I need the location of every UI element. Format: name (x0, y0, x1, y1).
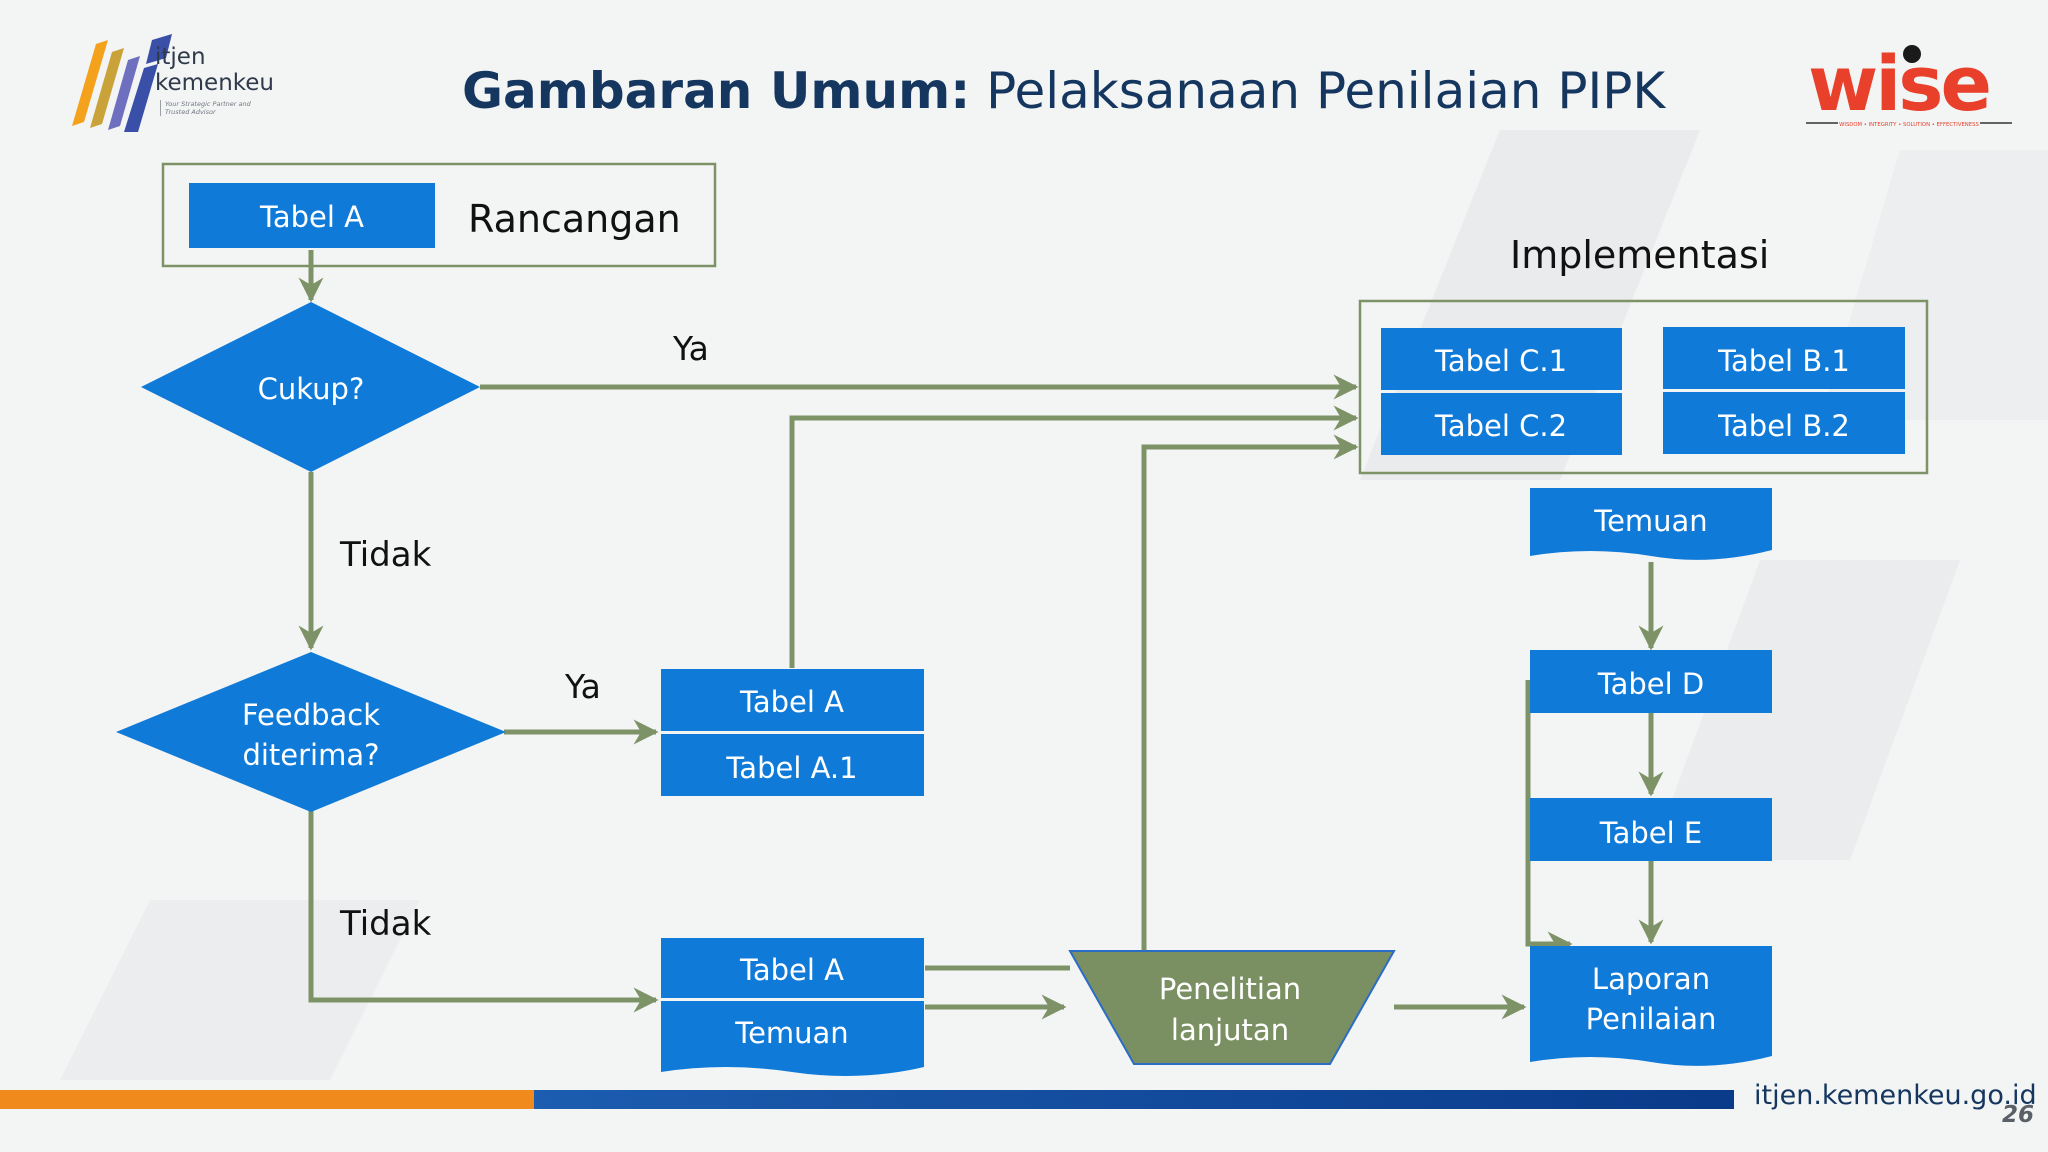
penelitian-label-line1: Penelitian (1159, 972, 1301, 1006)
implementasi-caption: Implementasi (1510, 233, 1769, 277)
logo-text-kemenkeu: kemenkeu (155, 70, 275, 96)
tabel-d-box (1530, 650, 1772, 713)
footer-bar-orange (0, 1090, 534, 1109)
arrow-tabel-a1-to-implementasi (789, 405, 1359, 668)
page-number: 26 (2002, 1102, 2035, 1128)
logo-tagline: Your Strategic Partner and Trusted Advis… (160, 100, 275, 116)
wise-logo-word: wise (1808, 40, 1989, 128)
laporan-penilaian-document (1530, 946, 1772, 1066)
rancangan-tabel-a-box (189, 183, 435, 248)
implementasi-group-frame (1358, 299, 1929, 475)
decision-feedback (116, 652, 506, 812)
wise-logo-icon: wise WISDOM • INTEGRITY • SOLUTION • EFF… (1806, 40, 2012, 128)
tabel-a-label: Tabel A (739, 685, 844, 719)
page-title: Gambaran Umum: Pelaksanaan Penilaian PIP… (462, 62, 1665, 120)
temuan-label: Temuan (1593, 504, 1707, 538)
footer-website: itjen.kemenkeu.go.id (1754, 1080, 2037, 1111)
tabel-c1-label: Tabel C.1 (1434, 344, 1567, 378)
flow-connectors (298, 250, 1664, 1020)
tabel-d-label: Tabel D (1597, 667, 1705, 701)
laporan-label-line1: Laporan (1592, 962, 1710, 996)
wise-logo-tagline: WISDOM • INTEGRITY • SOLUTION • EFFECTIV… (1839, 122, 1979, 128)
itjen-logo-icon (72, 34, 172, 132)
logo-text-itjen: itjen (155, 44, 206, 70)
logo-tagline-line2: Trusted Advisor (165, 108, 216, 116)
bottom-tabel-a-label: Tabel A (739, 953, 844, 987)
tabel-b2-label: Tabel B.2 (1717, 409, 1850, 443)
tabel-a-box (661, 669, 924, 731)
bottom-temuan-box (661, 1001, 924, 1076)
tabel-b1-label: Tabel B.1 (1717, 344, 1850, 378)
decision-cukup (141, 302, 480, 472)
decision-feedback-label-line2: diterima? (242, 738, 379, 772)
rancangan-group-frame (161, 162, 717, 268)
logo-tagline-line1: Your Strategic Partner and (165, 100, 251, 108)
tabel-c1-box (1381, 328, 1622, 390)
label-ya-feedback: Ya (564, 667, 601, 706)
itjen-logo-wordmark: itjen kemenkeu (155, 44, 274, 96)
bottom-temuan-label: Temuan (734, 1016, 848, 1050)
decision-cukup-label: Cukup? (258, 372, 365, 406)
bottom-tabel-a-box (661, 938, 924, 998)
penelitian-lanjutan-shape (1068, 950, 1396, 1065)
penelitian-label-line2: lanjutan (1171, 1013, 1289, 1047)
laporan-label-line2: Penilaian (1586, 1002, 1717, 1036)
label-tidak-feedback: Tidak (339, 904, 432, 944)
tabel-b2-box (1663, 392, 1905, 454)
arrow-penelitian-to-implementasi (1141, 434, 1359, 950)
rancangan-tabel-a-label: Tabel A (259, 200, 364, 234)
label-ya-cukup: Ya (672, 329, 709, 368)
label-tidak-cukup: Tidak (339, 535, 432, 575)
tabel-c2-box (1381, 393, 1622, 455)
tabel-a1-box (661, 734, 924, 796)
tabel-e-label: Tabel E (1599, 816, 1703, 850)
tabel-b1-box (1663, 327, 1905, 389)
page-title-rest: Pelaksanaan Penilaian PIPK (986, 62, 1666, 120)
page-title-bold: Gambaran Umum: (462, 62, 971, 120)
footer-bar-blue (534, 1090, 1734, 1109)
decision-feedback-label-line1: Feedback (242, 698, 380, 732)
tabel-c2-label: Tabel C.2 (1434, 409, 1567, 443)
arrow-feedback-tidak-to-tabel-a-temuan (308, 811, 659, 1013)
temuan-document (1530, 488, 1772, 560)
rancangan-caption: Rancangan (468, 197, 681, 241)
arrow-tabel-d-to-laporan (1525, 680, 1573, 957)
tabel-e-box (1530, 798, 1772, 861)
tabel-a1-label: Tabel A.1 (725, 751, 857, 785)
